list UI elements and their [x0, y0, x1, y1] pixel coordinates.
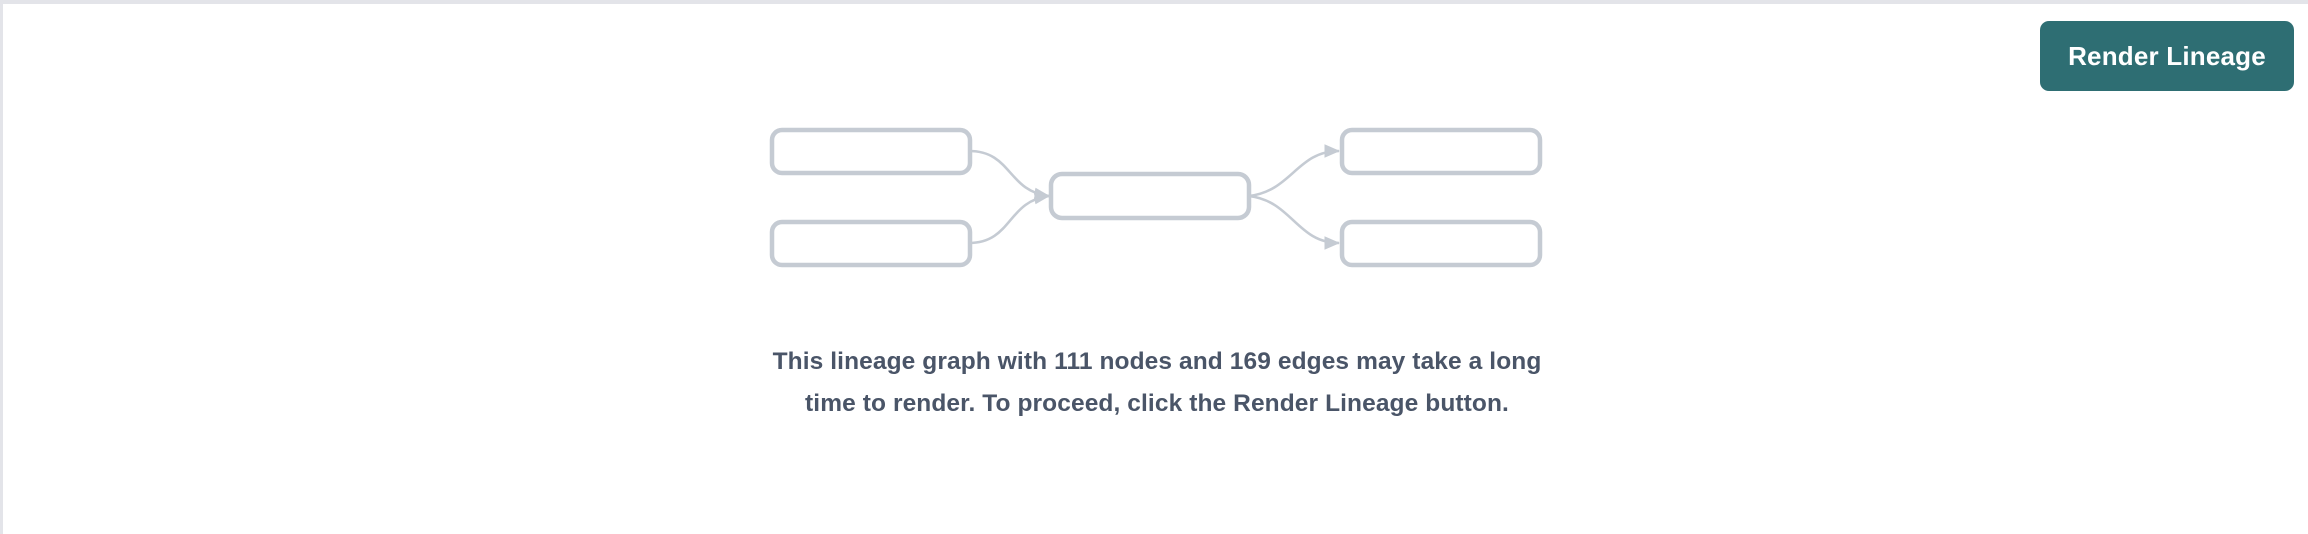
lineage-edge	[968, 191, 1051, 245]
lineage-edge	[1248, 194, 1341, 250]
lineage-graph-icon	[769, 127, 1543, 268]
lineage-node	[769, 219, 973, 268]
lineage-edge	[1248, 144, 1341, 198]
lineage-node	[1048, 171, 1252, 221]
lineage-node	[769, 127, 973, 176]
lineage-placeholder: This lineage graph with 111 nodes and 16…	[3, 4, 2308, 534]
render-lineage-button[interactable]: Render Lineage	[2040, 21, 2294, 91]
lineage-node	[1339, 219, 1543, 268]
lineage-placeholder-message: This lineage graph with 111 nodes and 16…	[772, 348, 1542, 417]
lineage-node	[1339, 127, 1543, 176]
lineage-edge	[968, 149, 1051, 201]
